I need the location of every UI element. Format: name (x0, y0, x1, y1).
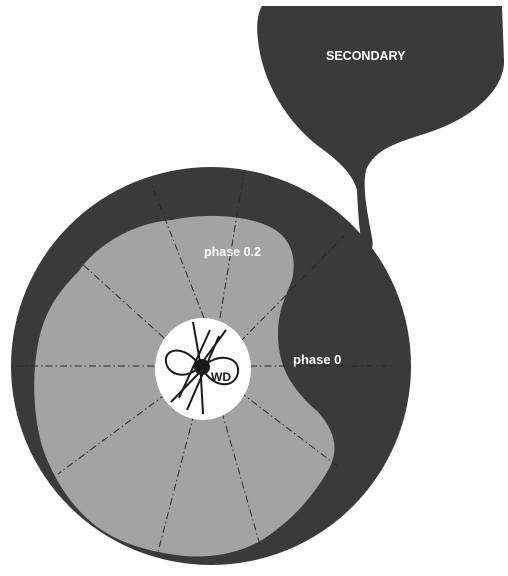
white-dwarf (194, 359, 210, 375)
secondary-label: SECONDARY (326, 49, 405, 63)
phase-0-label: phase 0 (293, 352, 341, 367)
phase-0-2-label: phase 0.2 (204, 245, 261, 259)
white-dwarf-label: WD (211, 370, 231, 384)
